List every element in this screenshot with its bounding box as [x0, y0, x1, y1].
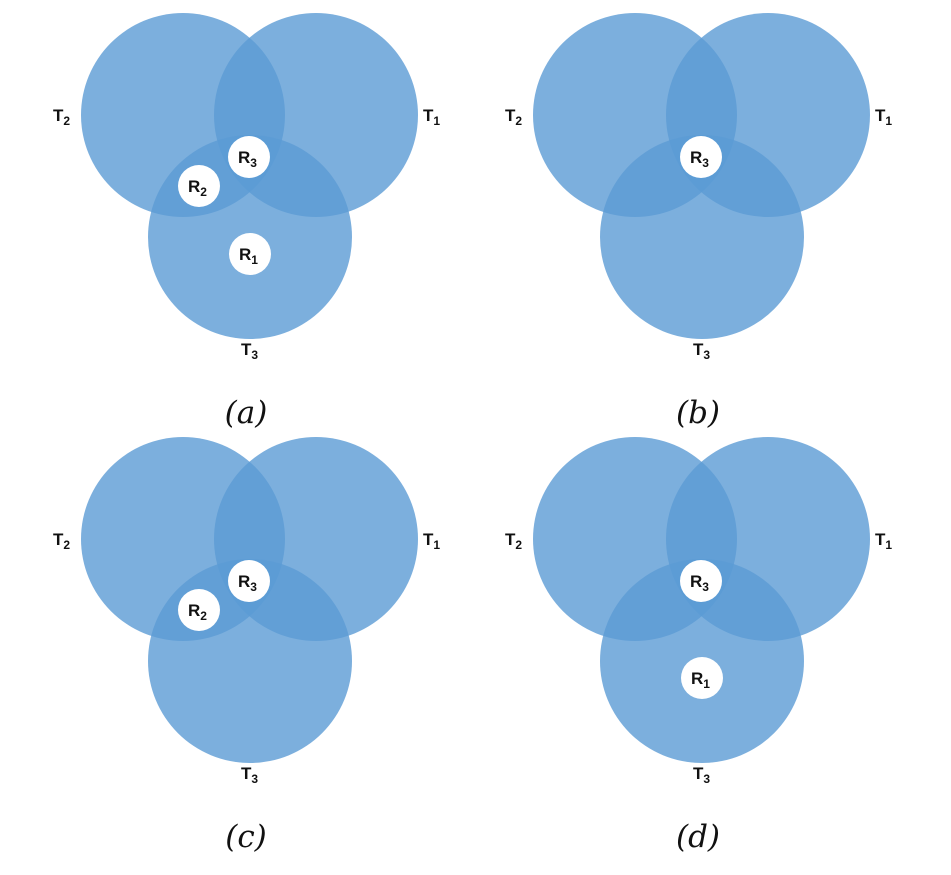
label-r3: R3 — [238, 572, 257, 594]
label-t3: T3 — [693, 764, 710, 786]
region-r2 — [178, 165, 220, 207]
label-t3: T3 — [693, 340, 710, 362]
label-t1: T1 — [423, 106, 440, 128]
caption-a: (a) — [225, 395, 268, 431]
caption-b: (b) — [676, 395, 720, 431]
panel-d: T2 T1 T3 R3 R1 (d) — [505, 437, 892, 855]
caption-d: (d) — [676, 819, 720, 855]
panel-c: T2 T1 T3 R3 R2 (c) — [53, 437, 440, 855]
label-r3: R3 — [690, 148, 709, 170]
region-r2 — [178, 589, 220, 631]
label-t1: T1 — [875, 106, 892, 128]
label-t1: T1 — [875, 530, 892, 552]
label-r2: R2 — [188, 177, 207, 199]
label-r3: R3 — [690, 572, 709, 594]
label-r3: R3 — [238, 148, 257, 170]
region-r3 — [680, 136, 722, 178]
label-t3: T3 — [241, 340, 258, 362]
label-t3: T3 — [241, 764, 258, 786]
caption-c: (c) — [225, 819, 267, 855]
region-r1 — [229, 233, 271, 275]
label-t1: T1 — [423, 530, 440, 552]
panel-b: T2 T1 T3 R3 (b) — [505, 13, 892, 431]
region-r3 — [680, 560, 722, 602]
panel-a: T2 T1 T3 R3 R2 R1 (a) — [53, 13, 440, 431]
label-r1: R1 — [691, 669, 710, 691]
circle-t3 — [600, 135, 804, 339]
region-r1 — [681, 657, 723, 699]
label-r2: R2 — [188, 601, 207, 623]
label-t2: T2 — [505, 530, 522, 552]
region-r3 — [228, 136, 270, 178]
label-r1: R1 — [239, 245, 258, 267]
region-r3 — [228, 560, 270, 602]
label-t2: T2 — [505, 106, 522, 128]
label-t2: T2 — [53, 106, 70, 128]
label-t2: T2 — [53, 530, 70, 552]
